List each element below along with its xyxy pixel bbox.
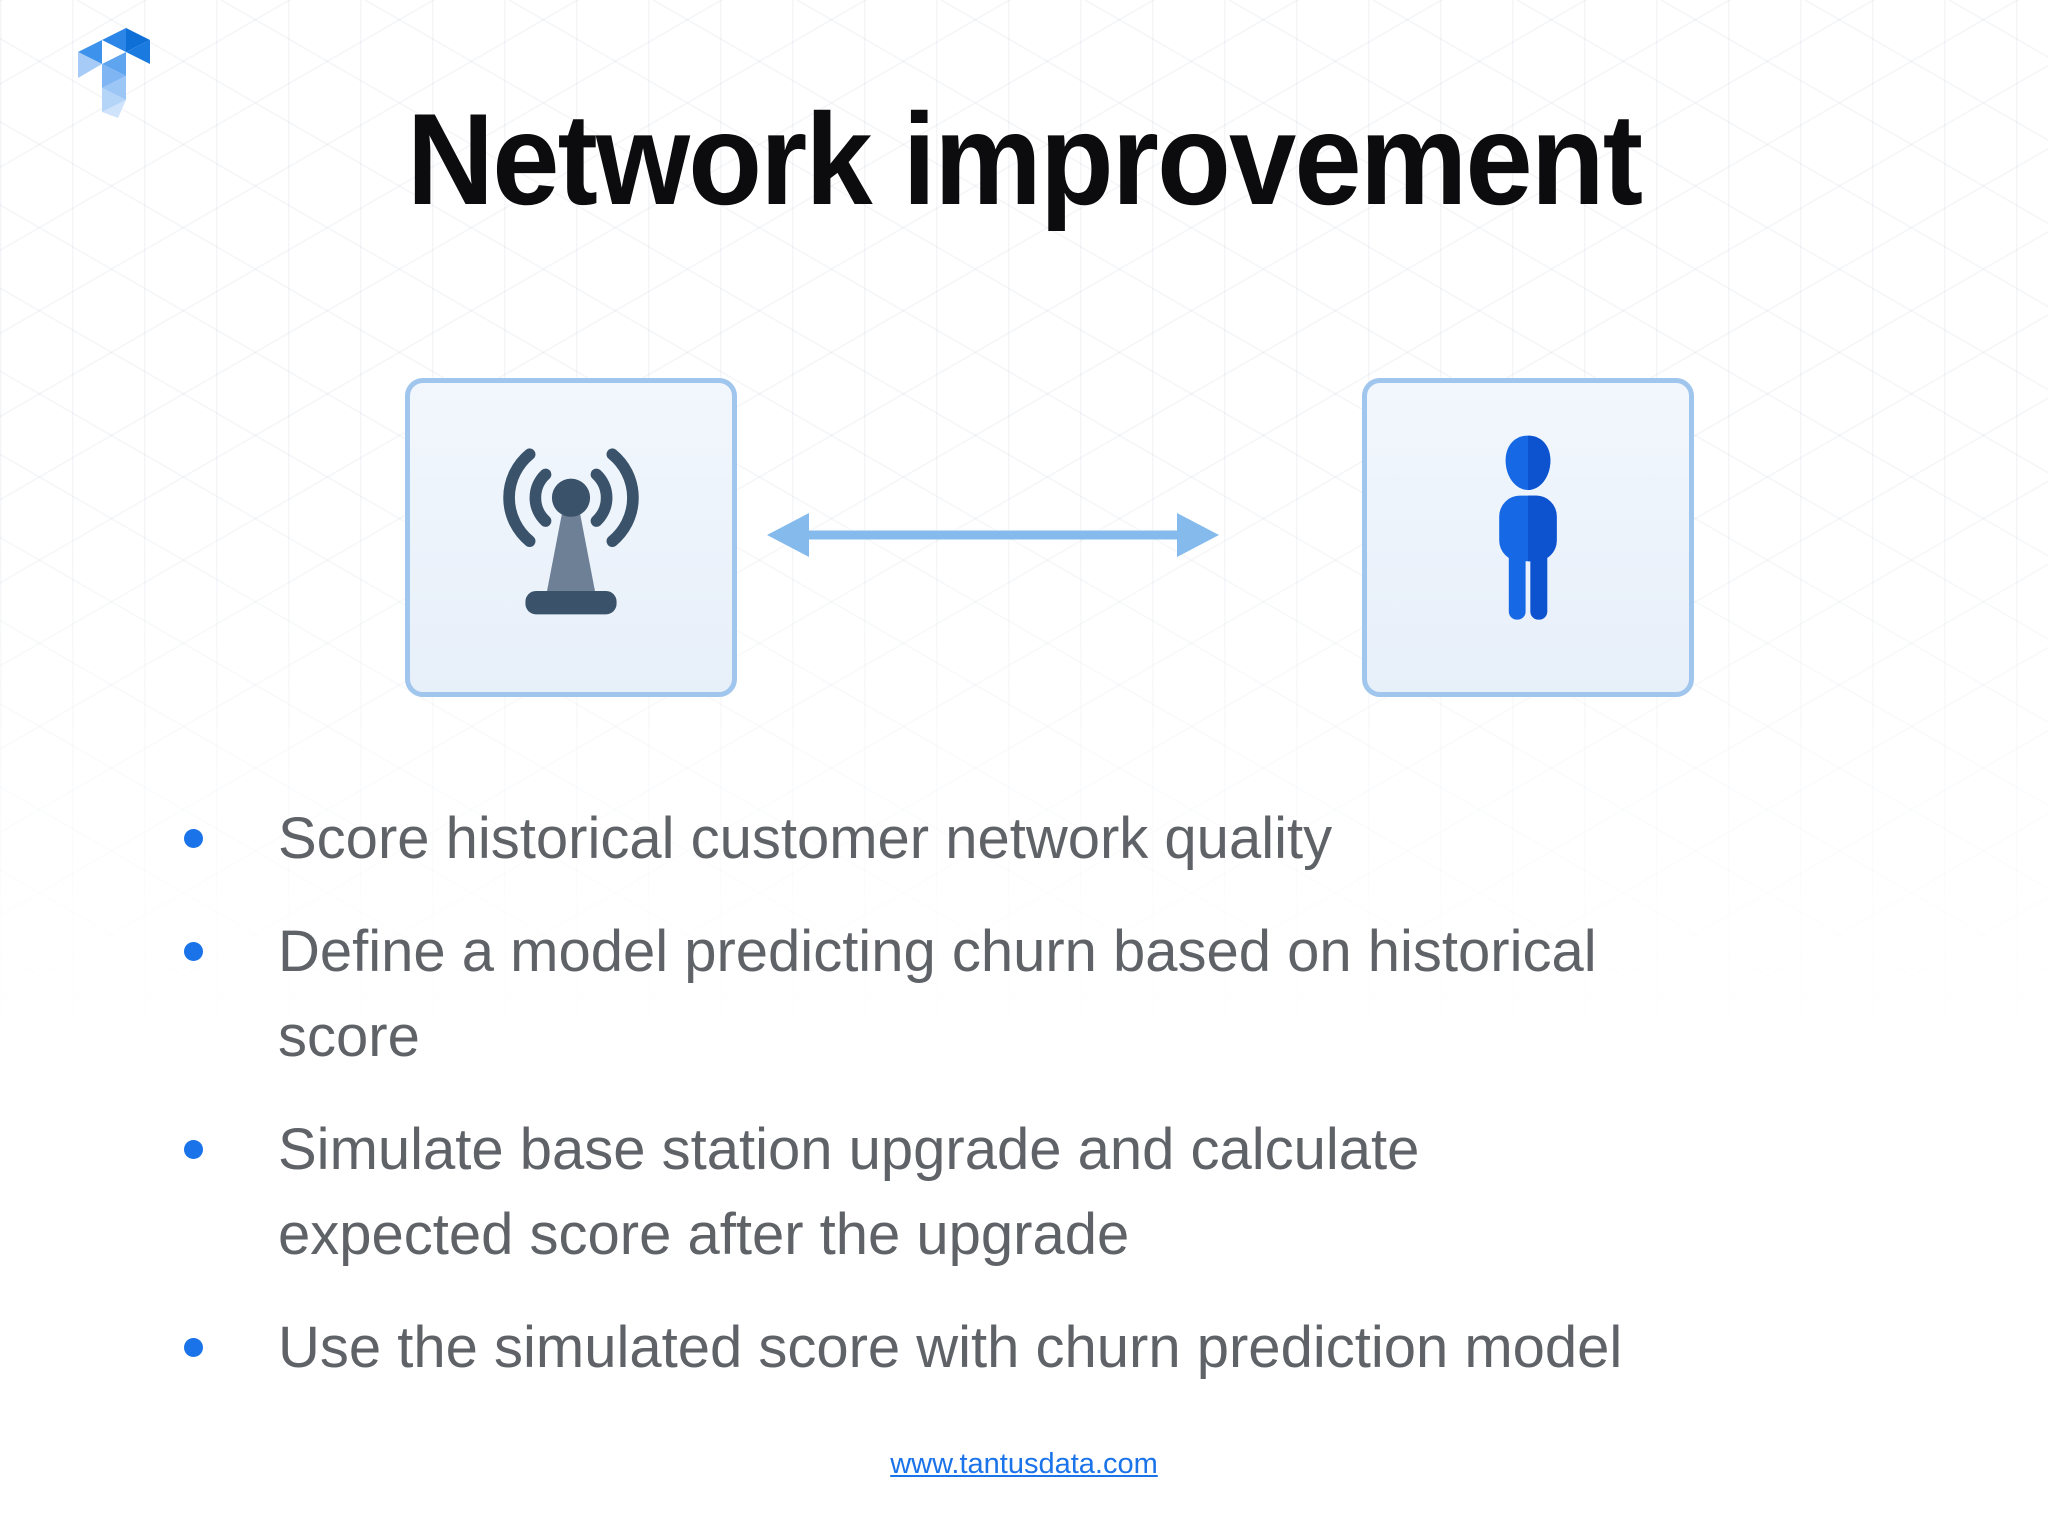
bullet-list: Score historical customer network qualit… xyxy=(166,796,1666,1418)
page-title: Network improvement xyxy=(406,86,1643,232)
double-headed-arrow-icon xyxy=(767,513,1219,557)
tantusdata-logo-icon xyxy=(78,28,150,118)
connector-arrow xyxy=(765,500,1221,570)
bullet-item: Simulate base station upgrade and calcul… xyxy=(166,1107,1666,1277)
radio-antenna-icon xyxy=(503,447,639,614)
customer-box xyxy=(1362,378,1694,697)
base-station-box xyxy=(405,378,737,697)
footer: www.tantusdata.com xyxy=(0,1448,2048,1481)
bullet-item: Define a model predicting churn based on… xyxy=(166,909,1666,1079)
person-icon xyxy=(1499,435,1557,620)
bullet-item: Use the simulated score with churn predi… xyxy=(166,1305,1666,1390)
bullet-item: Score historical customer network qualit… xyxy=(166,796,1666,881)
website-link[interactable]: www.tantusdata.com xyxy=(890,1448,1158,1480)
